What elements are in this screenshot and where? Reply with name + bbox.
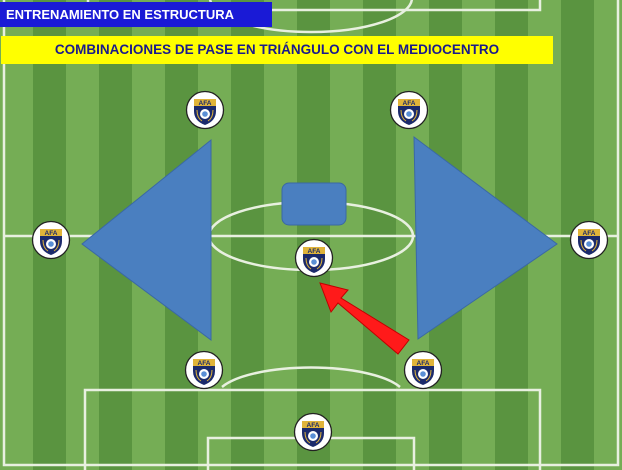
badge-label: AFA	[583, 230, 596, 237]
left-triangle	[81, 138, 212, 341]
badge-label: AFA	[307, 422, 320, 429]
badge-label: AFA	[199, 100, 212, 107]
afa-badge-icon: AFA	[293, 412, 333, 452]
center-rectangle	[281, 182, 347, 226]
player-midfield: AFA	[294, 238, 334, 278]
pass-arrow	[319, 282, 410, 355]
badge-label: AFA	[308, 248, 321, 255]
player-top-left: AFA	[185, 90, 225, 130]
player-bottom-right: AFA	[403, 350, 443, 390]
page-title: ENTRENAMIENTO EN ESTRUCTURA	[0, 2, 272, 27]
diagram-subtitle: COMBINACIONES DE PASE EN TRIÁNGULO CON E…	[1, 36, 553, 64]
penalty-arc	[221, 366, 401, 388]
badge-label: AFA	[417, 360, 430, 367]
penalty-box	[83, 388, 542, 470]
right-triangle	[413, 135, 558, 340]
afa-badge-icon: AFA	[389, 90, 429, 130]
afa-badge-icon: AFA	[403, 350, 443, 390]
afa-badge-icon: AFA	[184, 350, 224, 390]
badge-label: AFA	[403, 100, 416, 107]
player-right-wing: AFA	[569, 220, 609, 260]
afa-badge-icon: AFA	[569, 220, 609, 260]
afa-badge-icon: AFA	[185, 90, 225, 130]
player-top-right: AFA	[389, 90, 429, 130]
badge-label: AFA	[45, 230, 58, 237]
player-bottom-left: AFA	[184, 350, 224, 390]
player-goalkeeper: AFA	[293, 412, 333, 452]
afa-badge-icon: AFA	[31, 220, 71, 260]
badge-label: AFA	[198, 360, 211, 367]
player-left-wing: AFA	[31, 220, 71, 260]
afa-badge-icon: AFA	[294, 238, 334, 278]
